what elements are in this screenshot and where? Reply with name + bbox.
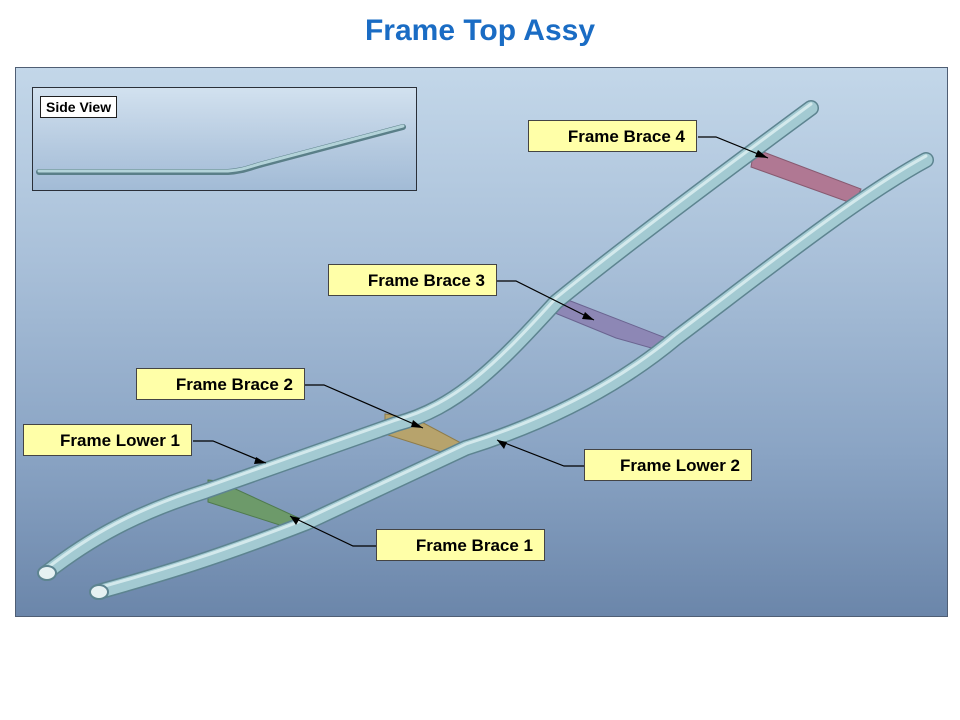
leader-frame-lower-1	[193, 440, 267, 464]
arrow-frame-brace-4	[755, 150, 768, 158]
callout-frame-brace-2: Frame Brace 2	[136, 368, 305, 400]
arrow-frame-brace-3	[582, 312, 594, 320]
leader-frame-brace-2	[305, 384, 424, 429]
leader-frame-brace-3	[497, 280, 595, 321]
arrow-frame-brace-1	[290, 516, 300, 525]
leader-lines	[193, 136, 769, 547]
frame-lower-1-highlight	[44, 102, 813, 571]
frame-lower-2[interactable]	[91, 153, 933, 599]
callout-frame-brace-1: Frame Brace 1	[376, 529, 545, 561]
callout-frame-brace-4: Frame Brace 4	[528, 120, 697, 152]
frame-model[interactable]	[16, 68, 947, 616]
arrow-frame-lower-1	[254, 457, 266, 464]
page-title: Frame Top Assy	[364, 14, 596, 47]
model-viewport[interactable]: Side View	[15, 67, 948, 617]
callout-frame-brace-3: Frame Brace 3	[328, 264, 497, 296]
frame-brace-3[interactable]	[554, 296, 667, 352]
arrow-frame-brace-2	[411, 420, 423, 428]
frame-lower-1-open-end	[37, 565, 57, 581]
frame-lower-2-open-end	[89, 584, 109, 600]
leader-arrowheads	[254, 150, 768, 525]
leader-frame-lower-2	[496, 439, 585, 467]
callout-frame-lower-2: Frame Lower 2	[584, 449, 752, 481]
side-view-rail-shadow	[36, 124, 406, 175]
leader-frame-brace-1	[289, 515, 377, 547]
side-view-drawing	[36, 124, 406, 175]
frame-lower-1[interactable]	[39, 101, 818, 580]
frame-lower-2-highlight	[96, 154, 928, 590]
callout-frame-lower-1: Frame Lower 1	[23, 424, 192, 456]
arrow-frame-lower-2	[497, 440, 507, 449]
leader-frame-brace-4	[698, 136, 769, 159]
side-view-label: Side View	[40, 96, 118, 118]
side-view-rail	[37, 124, 405, 173]
side-view-inset: Side View	[32, 87, 417, 191]
